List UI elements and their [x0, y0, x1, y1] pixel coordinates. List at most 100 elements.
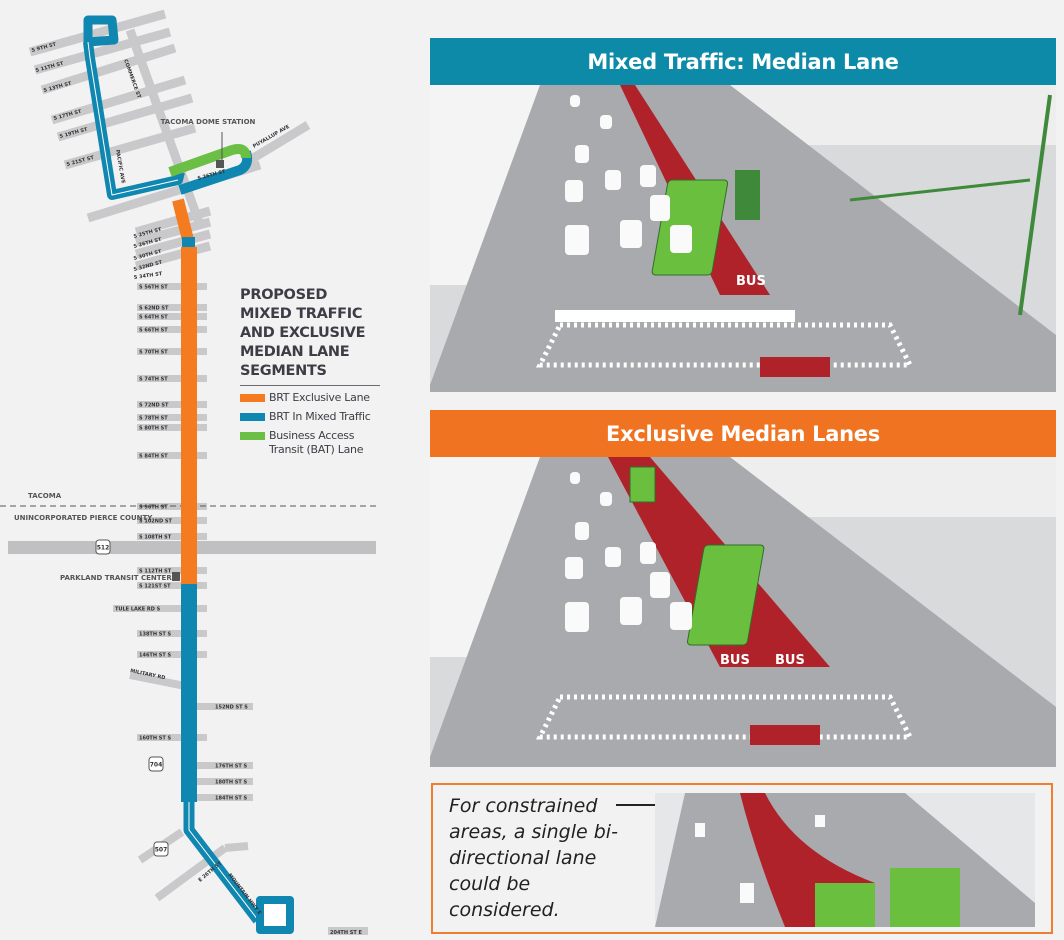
street-label: 152ND ST S	[215, 705, 248, 711]
legend-label: BRT In Mixed Traffic	[269, 410, 371, 423]
mixed-traffic-illustration: BUS	[430, 85, 1056, 392]
cross-street	[137, 375, 207, 382]
bidirectional-lane-illustration	[655, 793, 1035, 927]
street-label: TULE LAKE RD S	[115, 607, 161, 613]
highway-shields: 512 704 507	[95, 539, 169, 857]
exclusive-median-illustration: BUS BUS	[430, 457, 1056, 767]
cross-street	[137, 348, 207, 355]
legend-title: PROPOSED MIXED TRAFFIC AND EXCLUSIVE MED…	[240, 286, 380, 386]
street-label: S 66TH ST	[139, 328, 168, 334]
cross-street	[197, 762, 253, 769]
car	[650, 195, 670, 221]
cross-street	[197, 778, 253, 785]
legend-item-bat: Business Access Transit (BAT) Lane	[240, 429, 380, 457]
street-grid	[28, 9, 311, 271]
street-label: 204TH ST E	[330, 930, 363, 936]
street-label: PACIFIC AVE	[114, 149, 126, 184]
street-label: S 34TH ST	[133, 271, 163, 281]
street-label: 146TH ST S	[139, 653, 172, 659]
cross-street	[137, 414, 207, 421]
shield-704: 704	[150, 762, 163, 769]
cross-street	[137, 582, 207, 589]
cross-street	[137, 313, 207, 320]
street-label: S 78TH ST	[139, 416, 168, 422]
legend-label: Business Access Transit (BAT) Lane	[269, 429, 364, 456]
street-label: 184TH ST S	[215, 796, 248, 802]
parkland-transit-center-marker	[172, 572, 180, 581]
car	[600, 492, 612, 506]
street-label: S 121ST ST	[139, 584, 171, 590]
cross-street	[137, 326, 207, 333]
bus-lane-marking-2: BUS	[775, 653, 805, 668]
street-label: S 74TH ST	[139, 377, 168, 383]
street-label: S 80TH ST	[139, 426, 168, 432]
legend-item-exclusive: BRT Exclusive Lane	[240, 391, 380, 405]
street-label: S 64TH ST	[139, 315, 168, 321]
street-label: S 70TH ST	[139, 350, 168, 356]
car	[600, 115, 612, 129]
route-line	[83, 15, 294, 934]
street-label: S 56TH ST	[139, 285, 168, 291]
cross-street	[137, 651, 207, 658]
car	[570, 95, 580, 107]
street-label: 180TH ST S	[215, 780, 248, 786]
street-label: S 96TH ST	[139, 505, 168, 511]
parkland-label: PARKLAND TRANSIT CENTER	[60, 574, 172, 582]
street-label: 176TH ST S	[215, 764, 248, 770]
car	[565, 225, 589, 255]
bus-lane-marking: BUS	[736, 274, 766, 289]
shield-512: 512	[97, 545, 110, 552]
cross-street	[137, 283, 207, 290]
street-label: S 72ND ST	[139, 403, 169, 409]
car	[565, 602, 589, 632]
car	[620, 220, 642, 248]
constrained-areas-note: For constrained areas, a single bi-direc…	[431, 783, 1053, 934]
street-label: S 112TH ST	[139, 569, 172, 575]
route-map: TACOMA DOME STATION PARKLAND TRANSIT CEN…	[0, 9, 376, 936]
car	[605, 547, 621, 567]
legend-item-mixed: BRT In Mixed Traffic	[240, 410, 380, 424]
cross-street	[197, 703, 253, 710]
cross-street	[137, 401, 207, 408]
car	[670, 602, 692, 630]
bus-lane-marking-1: BUS	[720, 653, 750, 668]
note-text: For constrained areas, a single bi-direc…	[449, 795, 618, 921]
car	[575, 145, 589, 163]
panel-title-mixed-traffic: Mixed Traffic: Median Lane	[430, 38, 1056, 85]
cross-street	[137, 452, 207, 459]
cross-street	[137, 734, 207, 741]
street-label: S 62ND ST	[139, 306, 169, 312]
cross-street	[113, 605, 207, 612]
car	[670, 225, 692, 253]
cross-street	[137, 304, 207, 311]
cross-street	[197, 794, 253, 801]
street-label: 160TH ST S	[139, 736, 172, 742]
cross-street	[137, 517, 207, 524]
car	[605, 170, 621, 190]
cross-street	[137, 424, 207, 431]
panel-title-exclusive-median: Exclusive Median Lanes	[430, 410, 1056, 457]
street-label: S 84TH ST	[139, 454, 168, 460]
swatch-orange	[240, 394, 265, 402]
shield-507: 507	[155, 847, 168, 854]
street-label: S 108TH ST	[139, 535, 172, 541]
swatch-green	[240, 432, 265, 440]
swatch-blue	[240, 413, 265, 421]
car	[575, 522, 589, 540]
car	[640, 165, 656, 187]
cross-street	[137, 630, 207, 637]
car	[640, 542, 656, 564]
street-label: S 102ND ST	[139, 519, 172, 525]
car	[570, 472, 580, 484]
car	[620, 597, 642, 625]
area-tacoma: TACOMA	[28, 492, 62, 500]
cross-street	[137, 533, 207, 540]
legend-label: BRT Exclusive Lane	[269, 391, 370, 404]
area-pierce-county: UNINCORPORATED PIERCE COUNTY	[14, 514, 153, 522]
car	[565, 557, 583, 579]
tacoma-dome-station-marker	[216, 160, 224, 168]
cross-street	[137, 567, 207, 574]
car	[565, 180, 583, 202]
tacoma-dome-station-label: TACOMA DOME STATION	[161, 118, 256, 126]
street-label: 138TH ST S	[139, 632, 172, 638]
